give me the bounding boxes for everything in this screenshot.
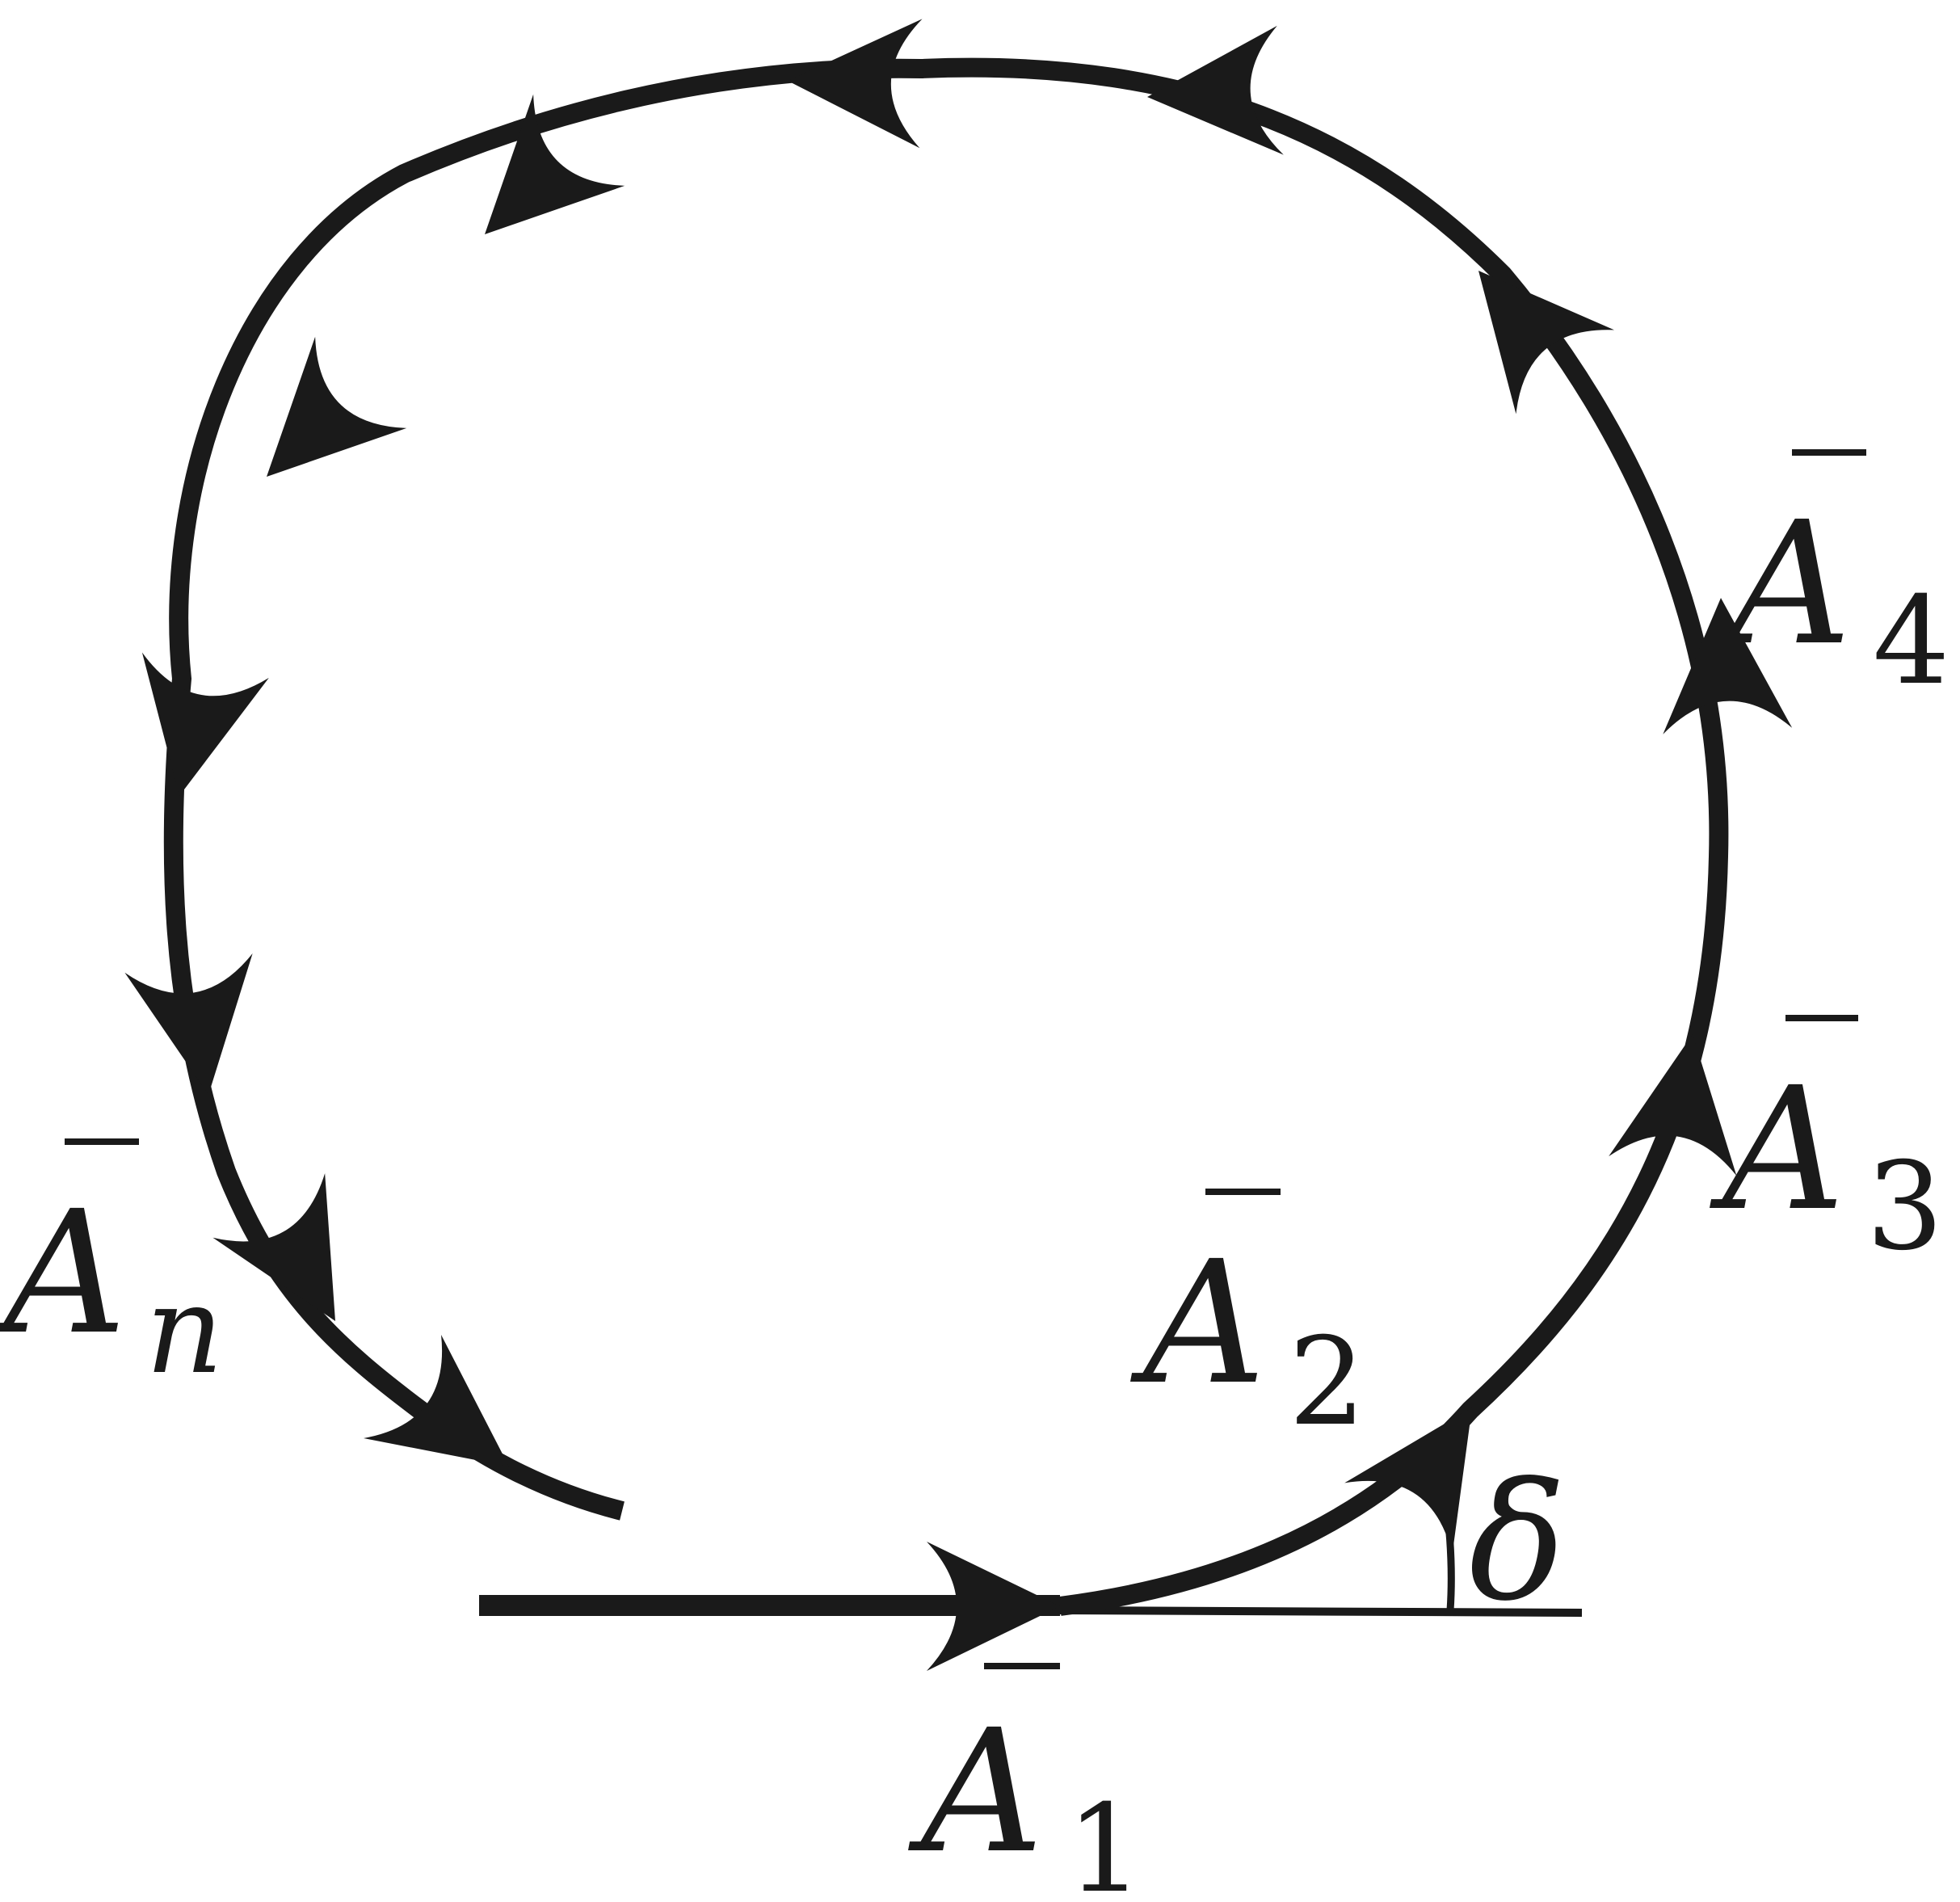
arrowhead-1 bbox=[927, 1542, 1060, 1671]
vector-letter-a3: A bbox=[1710, 1050, 1845, 1248]
vector-subscript-a4: 4 bbox=[1873, 571, 1949, 712]
arrowhead-12 bbox=[212, 1173, 335, 1321]
vector-label-an: A n bbox=[0, 1138, 224, 1401]
vector-letter-a4: A bbox=[1716, 485, 1852, 683]
vector-label-a2: A 2 bbox=[1130, 1189, 1365, 1453]
vector-subscript-a2: 2 bbox=[1289, 1312, 1365, 1453]
vector-label-a4: A 4 bbox=[1716, 449, 1949, 712]
arrowhead-11 bbox=[124, 953, 253, 1095]
arrowhead-6 bbox=[1147, 25, 1284, 155]
arrowhead-13 bbox=[364, 1335, 509, 1466]
vector-letter-an: A bbox=[0, 1174, 127, 1372]
arrowhead-8 bbox=[485, 94, 625, 234]
vector-letter-a2: A bbox=[1130, 1224, 1266, 1422]
arrowhead-2 bbox=[1344, 1408, 1472, 1555]
vector-subscript-an: n bbox=[145, 1260, 224, 1401]
angle-delta-label: δ bbox=[1469, 1449, 1566, 1637]
arrowhead-4 bbox=[1663, 598, 1793, 734]
vector-label-a1: A 1 bbox=[908, 1663, 1143, 1902]
arrowhead-7 bbox=[788, 19, 923, 149]
arrowhead-10 bbox=[141, 652, 269, 796]
arrowhead-5 bbox=[1478, 271, 1615, 414]
vector-subscript-a3: 3 bbox=[1866, 1137, 1943, 1277]
arrowheads-group bbox=[124, 19, 1793, 1671]
vector-letter-a1: A bbox=[908, 1693, 1044, 1891]
arrowhead-3 bbox=[1609, 1034, 1737, 1176]
arrowhead-9 bbox=[267, 336, 407, 477]
vector-label-a3: A 3 bbox=[1710, 1015, 1943, 1277]
vector-subscript-a1: 1 bbox=[1066, 1779, 1143, 1902]
angle-reference-line bbox=[1059, 1606, 1583, 1617]
